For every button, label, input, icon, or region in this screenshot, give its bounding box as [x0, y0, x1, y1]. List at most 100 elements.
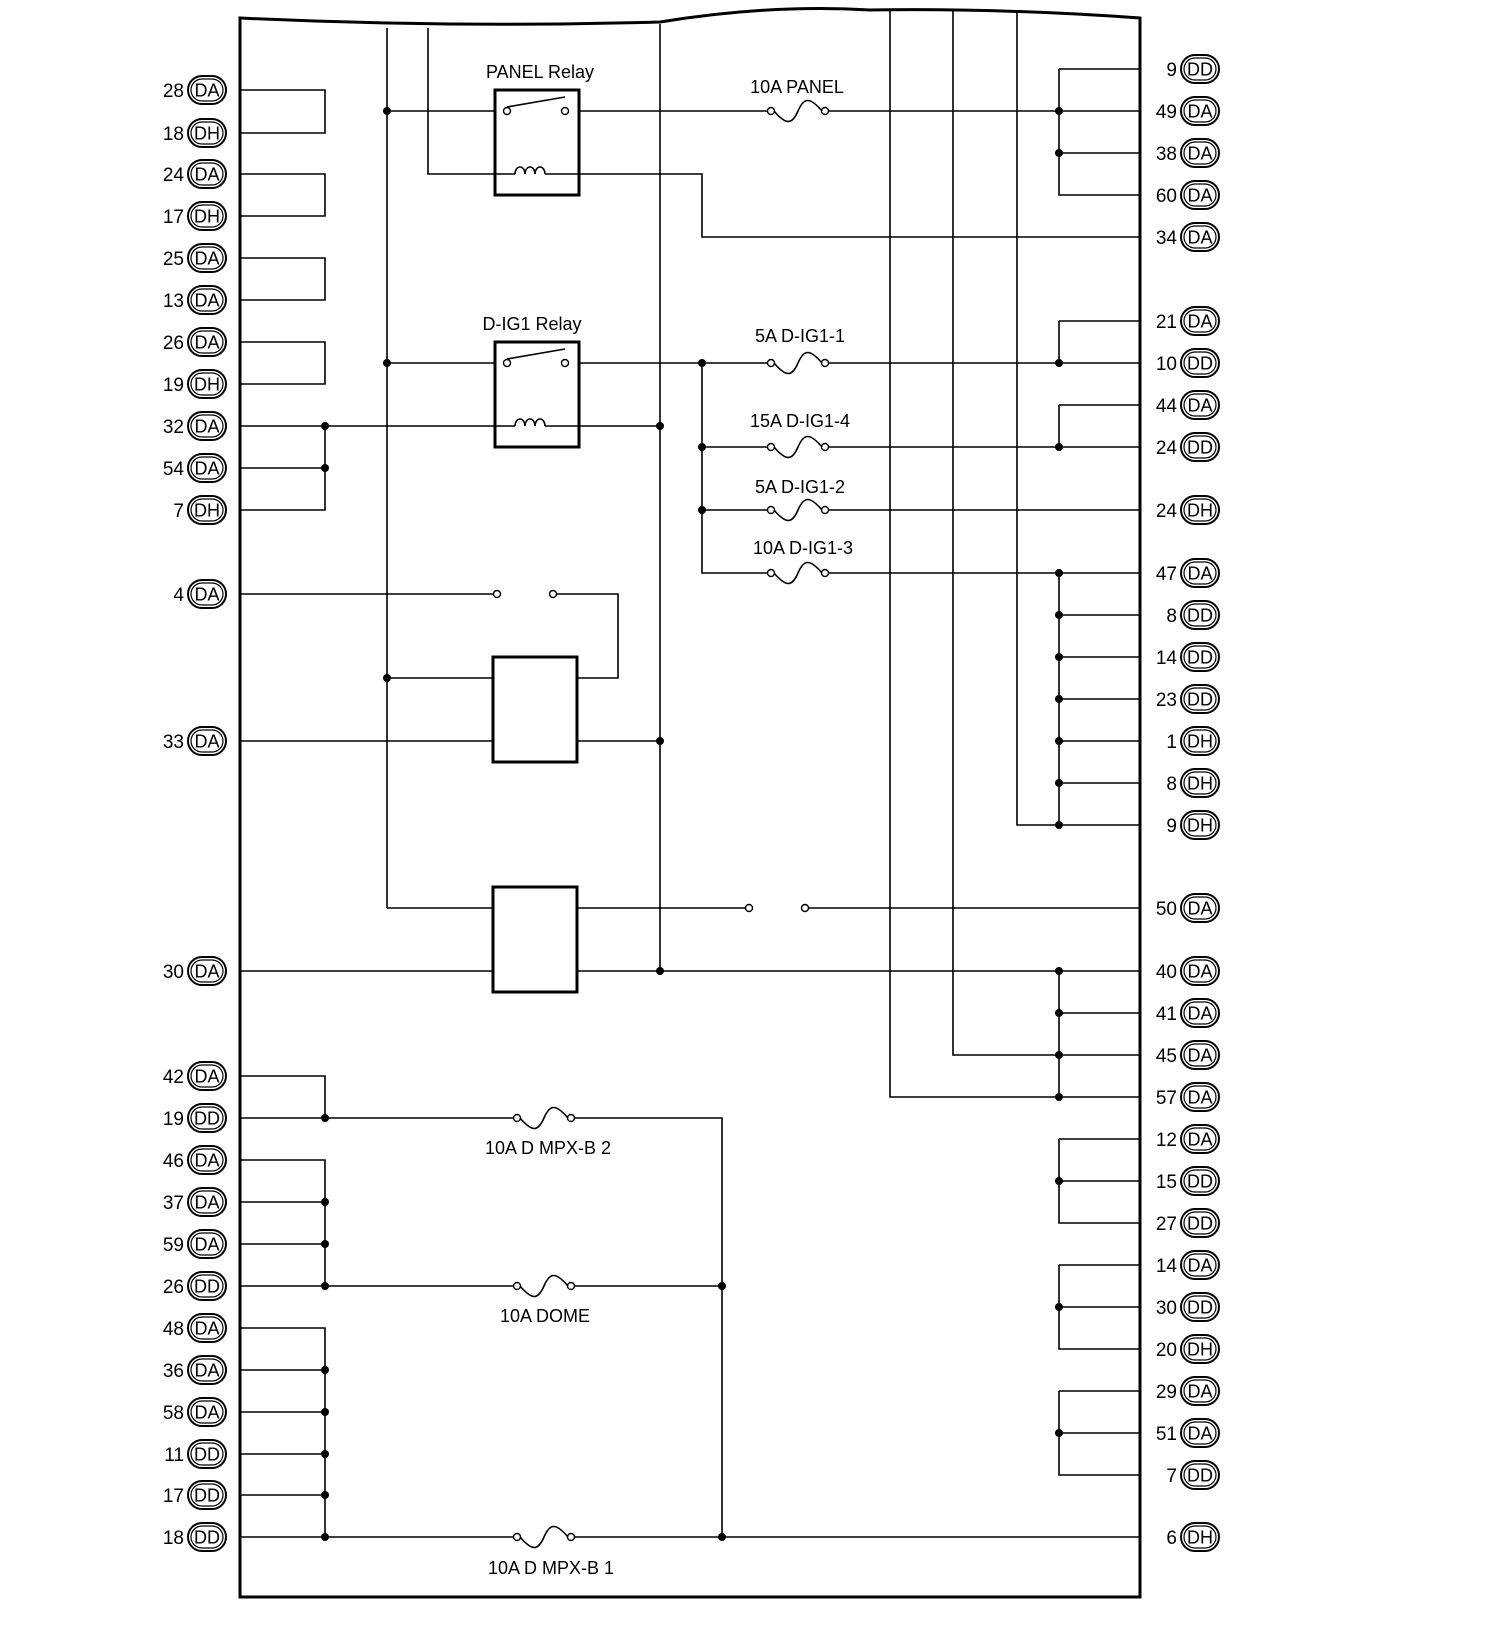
connector-capsule-inner: [1183, 1001, 1217, 1025]
connector-capsule-inner: [190, 1106, 224, 1130]
fuse-10a-d-mpx-b1: 10A D MPX-B 1: [488, 1525, 614, 1578]
connector-code: DD: [1187, 354, 1213, 374]
connector-capsule: [187, 1187, 227, 1217]
pin-number: 47: [1156, 564, 1177, 585]
connector-capsule-inner: [190, 121, 224, 145]
connector-capsule-inner: [1183, 687, 1217, 711]
connector-capsule: [187, 1229, 227, 1259]
fuse-5a-dig1-1: 5A D-IG1-1: [755, 326, 845, 375]
fuse-15a-dig1-4: 15A D-IG1-4: [750, 411, 850, 459]
connector-capsule-inner: [190, 288, 224, 312]
connector-capsule-inner: [190, 330, 224, 354]
left-pin: 48 DA: [163, 1313, 227, 1343]
left-wiring: [240, 89, 1140, 1538]
connector-code: DA: [1187, 312, 1212, 332]
connector-capsule-inner: [190, 1274, 224, 1298]
connector-capsule: [187, 75, 227, 105]
connector-capsule: [187, 726, 227, 756]
pin-number: 7: [173, 501, 184, 522]
fuse-10a-dig1-3-label: 10A D-IG1-3: [753, 538, 853, 558]
left-pin: 18 DD: [163, 1522, 227, 1552]
connector-code: DD: [194, 1486, 220, 1506]
connector-capsule: [187, 1145, 227, 1175]
connector-capsule: [1180, 1250, 1220, 1280]
connector-code: DD: [1187, 1172, 1213, 1192]
connector-code: DH: [194, 207, 220, 227]
pin-number: 13: [163, 291, 184, 312]
pin-number: 17: [163, 207, 184, 228]
connector-code: DA: [194, 417, 219, 437]
connector-capsule: [1180, 1418, 1220, 1448]
connector-capsule-inner: [190, 1064, 224, 1088]
connector-capsule: [1180, 1040, 1220, 1070]
connector-capsule-inner: [1183, 771, 1217, 795]
connector-code: DA: [194, 1193, 219, 1213]
connector-capsule: [187, 956, 227, 986]
fuse-5a-dig1-2-label: 5A D-IG1-2: [755, 477, 845, 497]
connector-capsule: [1180, 348, 1220, 378]
connector-capsule-inner: [190, 1400, 224, 1424]
pin-number: 50: [1156, 899, 1177, 920]
fuse-10a-d-mpx-b1-label: 10A D MPX-B 1: [488, 1558, 614, 1578]
connector-code: DH: [1187, 501, 1213, 521]
pin-number: 8: [1166, 606, 1177, 627]
pin-number: 29: [1156, 1382, 1177, 1403]
connector-capsule-inner: [1183, 498, 1217, 522]
connector-capsule-inner: [1183, 813, 1217, 837]
pin-number: 46: [163, 1151, 184, 1172]
connector-code: DA: [1187, 102, 1212, 122]
connector-capsule-inner: [1183, 225, 1217, 249]
connector-code: DA: [194, 81, 219, 101]
connector-capsule-inner: [1183, 561, 1217, 585]
connector-code: DD: [1187, 648, 1213, 668]
pin-number: 19: [163, 1109, 184, 1130]
pin-number: 17: [163, 1486, 184, 1507]
pin-number: 38: [1156, 144, 1177, 165]
connector-code: DA: [1187, 228, 1212, 248]
pin-number: 15: [1156, 1172, 1177, 1193]
connector-code: DH: [194, 124, 220, 144]
relay-block-1: [491, 655, 579, 764]
connector-capsule-inner: [1183, 1169, 1217, 1193]
connector-code: DA: [1187, 899, 1212, 919]
connector-code: DD: [194, 1277, 220, 1297]
pin-number: 48: [163, 1319, 184, 1340]
right-pin: 45 DA: [1156, 1040, 1220, 1070]
connector-code: DD: [1187, 1298, 1213, 1318]
pin-number: 42: [163, 1067, 184, 1088]
connector-code: DH: [1187, 1528, 1213, 1548]
pin-number: 24: [1156, 501, 1178, 522]
fuse-10a-d-mpx-b2-label: 10A D MPX-B 2: [485, 1138, 611, 1158]
connector-code: DD: [1187, 606, 1213, 626]
pin-number: 45: [1156, 1046, 1177, 1067]
connector-code: DD: [194, 1528, 220, 1548]
connector-capsule-inner: [1183, 1211, 1217, 1235]
connector-code: DA: [1187, 1046, 1212, 1066]
pin-number: 12: [1156, 1130, 1177, 1151]
connector-capsule-inner: [1183, 896, 1217, 920]
connector-code: DA: [1187, 396, 1212, 416]
connector-capsule-inner: [1183, 729, 1217, 753]
connector-capsule-inner: [1183, 309, 1217, 333]
pin-number: 28: [163, 81, 184, 102]
pin-number: 18: [163, 1528, 184, 1549]
connector-code: DA: [194, 1319, 219, 1339]
connector-code: DA: [1187, 1382, 1212, 1402]
connector-code: DA: [194, 585, 219, 605]
